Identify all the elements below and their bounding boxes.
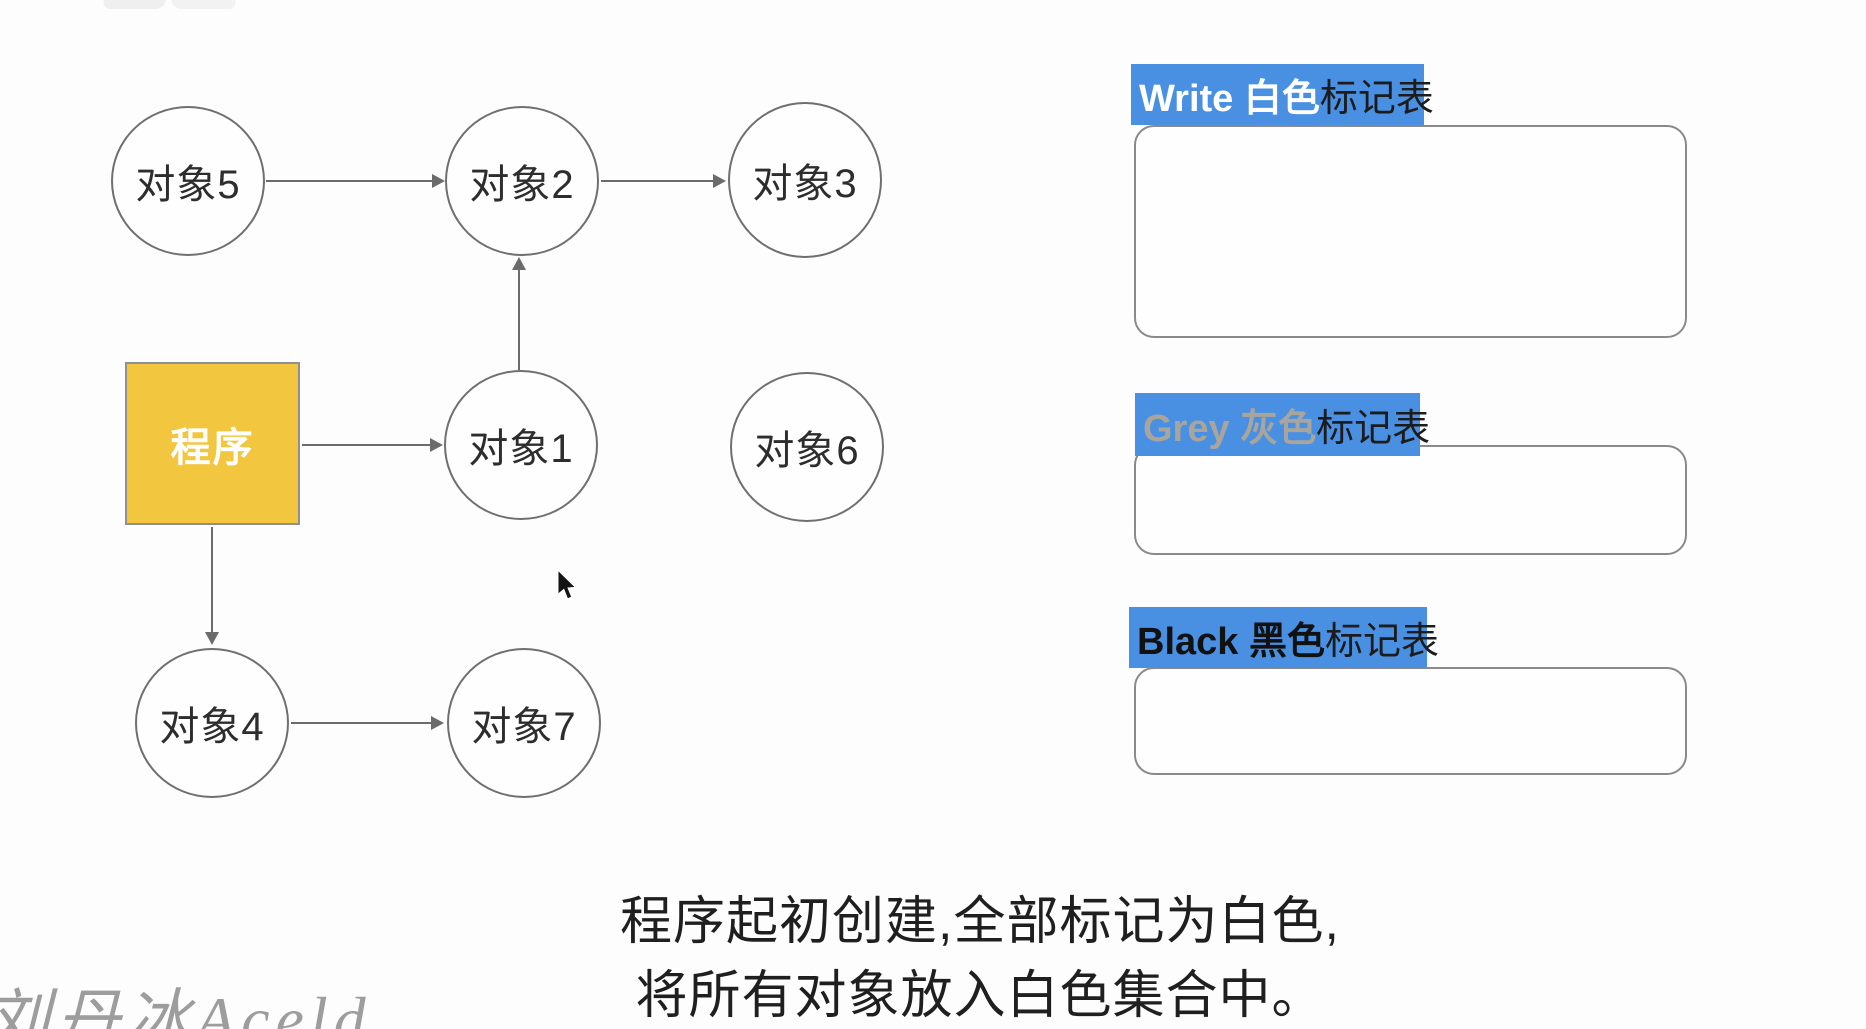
- edge-obj4-to-obj7: [291, 716, 444, 730]
- arrowhead-icon: [432, 174, 445, 188]
- object-node-3: 对象3: [728, 102, 882, 258]
- black-mark-table-label-suffix: 标记表: [1324, 621, 1439, 663]
- grey-mark-table-label-suffix: 标记表: [1316, 408, 1431, 450]
- arrowhead-icon: [713, 174, 726, 188]
- object-node-6: 对象6: [730, 372, 884, 522]
- edge-obj2-to-obj3: [601, 174, 726, 188]
- object-node-1: 对象1: [444, 370, 598, 520]
- object-node-label: 对象2: [469, 163, 575, 207]
- faded-top-watermark: [171, 0, 237, 9]
- program-node-label: 程序: [170, 425, 255, 470]
- faded-top-watermark: [102, 0, 166, 9]
- object-node-7: 对象7: [447, 648, 601, 798]
- black-mark-table-box: [1134, 667, 1687, 775]
- white-mark-table-label: Write 白色标记表: [1131, 64, 1434, 125]
- object-node-2: 对象2: [445, 106, 599, 256]
- object-node-label: 对象1: [468, 427, 574, 471]
- arrowhead-icon: [430, 438, 443, 452]
- white-mark-table-box: [1134, 125, 1687, 338]
- object-node-label: 对象7: [471, 705, 577, 749]
- object-node-5: 对象5: [111, 106, 265, 256]
- grey-mark-table-box: [1134, 445, 1687, 555]
- object-node-label: 对象3: [752, 162, 858, 206]
- object-node-label: 对象4: [159, 705, 265, 749]
- black-mark-table-label: Black 黑色标记表: [1129, 607, 1439, 668]
- mouse-cursor-icon: [557, 570, 578, 600]
- caption: 程序起初创建,全部标记为白色, 将所有对象放入白色集合中。: [560, 885, 1400, 1029]
- white-mark-table-label-suffix: 标记表: [1319, 78, 1434, 120]
- black-mark-table-label-strong: Black 黑色: [1137, 621, 1325, 663]
- edge-program-to-obj1: [302, 438, 443, 452]
- arrowhead-icon: [431, 716, 444, 730]
- edge-obj1-to-obj2: [512, 257, 526, 370]
- program-node: 程序: [125, 362, 300, 525]
- object-node-label: 对象6: [754, 429, 860, 473]
- author-watermark: 刘丹冰Aceld: [0, 984, 372, 1029]
- white-mark-table-label-strong: Write 白色: [1139, 78, 1320, 120]
- arrowhead-icon: [205, 632, 219, 645]
- caption-line-2: 将所有对象放入白色集合中。: [635, 967, 1325, 1025]
- grey-mark-table-label-strong: Grey 灰色: [1143, 408, 1317, 450]
- edge-program-to-obj4: [205, 527, 219, 645]
- object-node-label: 对象5: [135, 163, 241, 207]
- grey-mark-table-label: Grey 灰色标记表: [1135, 393, 1430, 456]
- edge-obj5-to-obj2: [266, 174, 445, 188]
- arrowhead-icon: [512, 257, 526, 270]
- object-node-4: 对象4: [135, 648, 289, 798]
- caption-line-1: 程序起初创建,全部标记为白色,: [620, 893, 1340, 951]
